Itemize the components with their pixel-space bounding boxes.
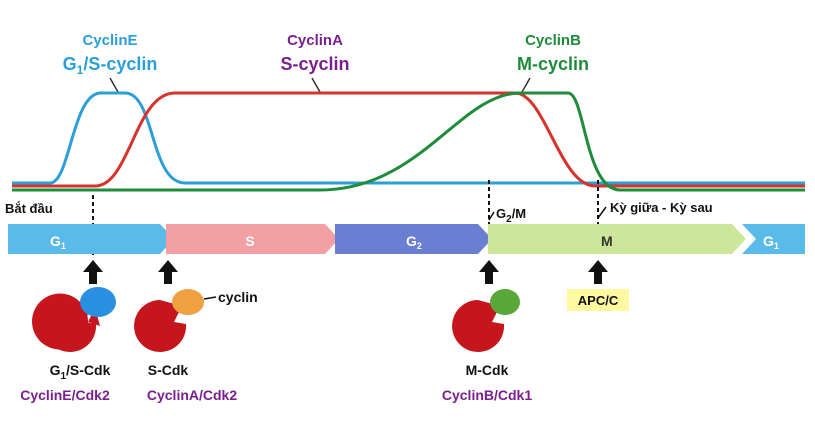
meta-label: Kỳ giữa - Kỳ sau [610,200,713,215]
cyclin-b-subtitle: M-cyclin [517,54,589,74]
phase-g2-label: G2 [406,233,422,251]
m-up-arrow [479,260,499,284]
g1s-up-arrow [83,260,103,284]
phase-g1-start [8,224,174,254]
cyclin-a-name: CyclinA [287,32,343,49]
cyclin-e-subtitle: G1/S-cyclin [63,54,158,77]
cdk-icon [44,300,97,352]
cyclin-e-name: CyclinE [82,32,137,49]
cdk-icon [452,300,505,352]
meta-pointer [597,206,607,219]
apc-label: APC/C [578,293,619,308]
start-label: Bắt đầu [5,201,53,216]
g1s-cdk-complex: G1/S-Cdk CyclinE/Cdk2 [20,287,116,403]
cyclin-e-icon [80,287,116,317]
phase-s [166,224,339,254]
cyclin-a-pointer [311,77,321,93]
cyclin-label: cyclin [218,289,258,305]
g1s-cdk-label: G1/S-Cdk [50,362,111,382]
cyclin-a-subtitle: S-cyclin [280,54,349,74]
apc-background [567,289,629,311]
cdk-icon [134,300,187,352]
g2m-pointer [488,211,495,221]
cyclin-pointer [203,296,217,300]
cyclin-b-icon [490,289,520,315]
s-cdk-complex: cyclin S-Cdk CyclinA/Cdk2 [134,289,258,403]
m-cdk-pair: CyclinB/Cdk1 [442,387,532,403]
g2m-label: G2/M [496,206,526,225]
cyclin-e-curve [12,91,805,185]
cyclin-a-icon [172,289,204,315]
cyclin-b-title: CyclinB M-cyclin [517,32,589,74]
phase-s-label: S [245,233,254,249]
g1s-cdk-pair: CyclinE/Cdk2 [20,387,110,403]
cyclin-a-title: CyclinA S-cyclin [280,32,349,74]
cyclin-a-curve [12,91,805,188]
phase-g1-start-label: G1 [50,233,66,251]
phase-g1-end [742,224,805,254]
s-cdk-label: S-Cdk [148,362,189,378]
s-up-arrow [158,260,178,284]
apc-box: APC/C [567,289,629,311]
cyclin-e-title: CyclinE G1/S-cyclin [63,32,158,77]
phase-g2 [335,224,492,254]
s-cdk-pair: CyclinA/Cdk2 [147,387,237,403]
cyclin-e-pointer [109,77,119,93]
cyclin-b-pointer [521,77,531,93]
phase-m [488,224,746,254]
m-cdk-complex: M-Cdk CyclinB/Cdk1 [442,289,532,403]
phase-g1-end-label: G1 [763,233,779,251]
cyclin-b-name: CyclinB [525,32,581,49]
phase-m-label: M [601,233,613,249]
phase-bar: G1 S G2 M G1 [8,224,805,254]
m-cdk-label: M-Cdk [466,362,509,378]
up-arrows [83,260,608,284]
apc-up-arrow [588,260,608,284]
cyclin-b-curve [12,91,805,192]
